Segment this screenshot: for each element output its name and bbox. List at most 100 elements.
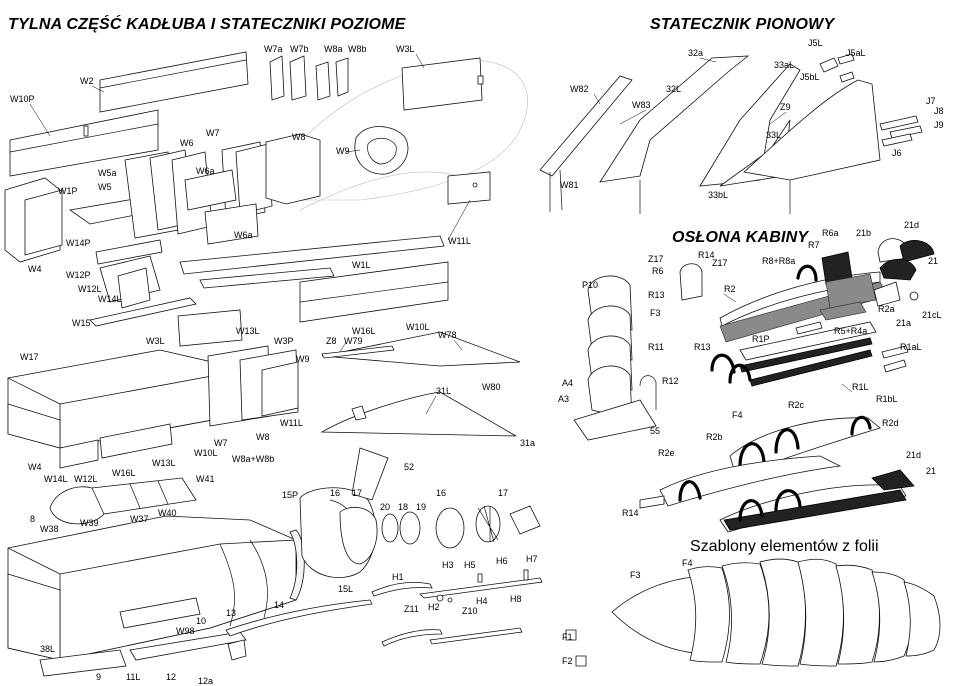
label-r13b: R13: [694, 342, 711, 352]
label-10: 10: [196, 616, 206, 626]
label-32a: 32a: [688, 48, 703, 58]
label-9: 9: [96, 672, 101, 682]
template-f4: [687, 566, 730, 663]
label-w8a-w8b: W8a+W8b: [232, 454, 274, 464]
part-f2: [575, 655, 587, 667]
label-f2: F2: [562, 656, 573, 666]
label-h6: H6: [496, 556, 508, 566]
label-z9: Z9: [780, 102, 791, 112]
label-r6: R6: [652, 266, 664, 276]
part-w2: [99, 51, 249, 113]
strut-parts: [371, 569, 587, 667]
label-w7: W7: [206, 128, 220, 138]
part-w8: [265, 133, 321, 205]
bottom-fuselage: [7, 515, 373, 677]
label-w16l-top: W16L: [352, 326, 376, 336]
label-33l: 33L: [766, 130, 781, 140]
label-w83: W83: [632, 100, 651, 110]
part-w11l: [447, 171, 491, 205]
label-w11l-top: W11L: [448, 236, 471, 246]
label-33al: 33aL: [774, 60, 794, 70]
label-w8: W8: [292, 132, 306, 142]
label-w1l: W1L: [352, 260, 371, 270]
label-w3l-mid: W3L: [146, 336, 165, 346]
label-17a: 17: [352, 488, 362, 498]
label-h7: H7: [526, 554, 538, 564]
label-13: 13: [226, 608, 236, 618]
label-r2c: R2c: [788, 400, 805, 410]
label-w13l-top: W13L: [236, 326, 260, 336]
label-17b: 17: [498, 488, 508, 498]
label-r13a: R13: [648, 290, 665, 300]
foil-templates: [611, 558, 941, 667]
label-w16l-mid: W16L: [112, 468, 136, 478]
part-31l: [320, 391, 517, 437]
part-w7b: [289, 55, 307, 101]
label-r2e: R2e: [658, 448, 675, 458]
label-r1al: R1aL: [900, 342, 922, 352]
label-h8: H8: [510, 594, 522, 604]
label-r11: R11: [648, 342, 664, 352]
part-32l: [599, 55, 750, 183]
label-j6: J6: [892, 148, 902, 158]
exhaust-parts: [299, 447, 541, 579]
label-w8-mid: W8: [256, 432, 270, 442]
label-r1l: R1L: [852, 382, 869, 392]
leader-lines: [29, 53, 853, 415]
label-55: 55: [650, 426, 660, 436]
vertical-stabilizer-parts: [539, 53, 923, 214]
label-12a: 12a: [198, 676, 213, 686]
mid-fuselage-box: [7, 345, 299, 525]
label-w9-mid: W9: [296, 354, 310, 364]
label-j5bl: J5bL: [800, 72, 820, 82]
label-r7: R7: [808, 240, 820, 250]
label-r5r4a: R5+R4a: [834, 326, 867, 336]
label-h3: H3: [442, 560, 454, 570]
label-w81: W81: [560, 180, 579, 190]
part-w3l: [401, 57, 483, 111]
label-j7: J7: [926, 96, 936, 106]
label-16b: 16: [436, 488, 446, 498]
label-z8: Z8: [326, 336, 337, 346]
title-vertical-stabilizer: STATECZNIK PIONOWY: [650, 16, 835, 33]
part-f1: [565, 629, 577, 641]
label-w7b: W7b: [290, 44, 309, 54]
label-21-a: 21: [928, 256, 938, 266]
label-r6a: R6a: [822, 228, 839, 238]
label-w10l-mid: W10L: [194, 448, 218, 458]
title-canopy: OSŁONA KABINY: [672, 229, 809, 246]
label-21b: 21b: [856, 228, 871, 238]
label-w3p: W3P: [274, 336, 294, 346]
title-foil-templates: Szablony elementów z folii: [690, 538, 879, 555]
part-52: [351, 447, 389, 501]
label-r14a: R14: [698, 250, 715, 260]
label-r2a: R2a: [878, 304, 895, 314]
canopy-parts: [573, 238, 935, 533]
label-h2: H2: [428, 602, 440, 612]
label-w15: W15: [72, 318, 91, 328]
label-w12p: W12P: [66, 270, 91, 280]
part-w9: [354, 126, 409, 175]
part-w7a: [269, 55, 285, 101]
label-w8a: W8a: [324, 44, 343, 54]
label-f4: F4: [732, 410, 743, 420]
label-31a: 31a: [520, 438, 535, 448]
label-8: 8: [30, 514, 35, 524]
label-33bl: 33bL: [708, 190, 728, 200]
part-labels: W7a W7b W8a W8b W3L W2 W10P W6 W7 W8 W9 …: [10, 38, 944, 686]
label-w98: W98: [176, 626, 195, 636]
label-r8r8a: R8+R8a: [762, 256, 795, 266]
label-12: 12: [166, 672, 176, 682]
label-a3: A3: [558, 394, 569, 404]
label-w37: W37: [130, 514, 149, 524]
label-w10p: W10P: [10, 94, 35, 104]
label-w78: W78: [438, 330, 457, 340]
label-a4: A4: [562, 378, 573, 388]
label-15l: 15L: [338, 584, 353, 594]
label-w3l-top: W3L: [396, 44, 415, 54]
label-r1p: R1P: [752, 334, 770, 344]
label-w39: W39: [80, 518, 99, 528]
rear-fuselage-parts: [4, 51, 491, 347]
label-z17a: Z17: [648, 254, 664, 264]
label-w10l-top: W10L: [406, 322, 430, 332]
